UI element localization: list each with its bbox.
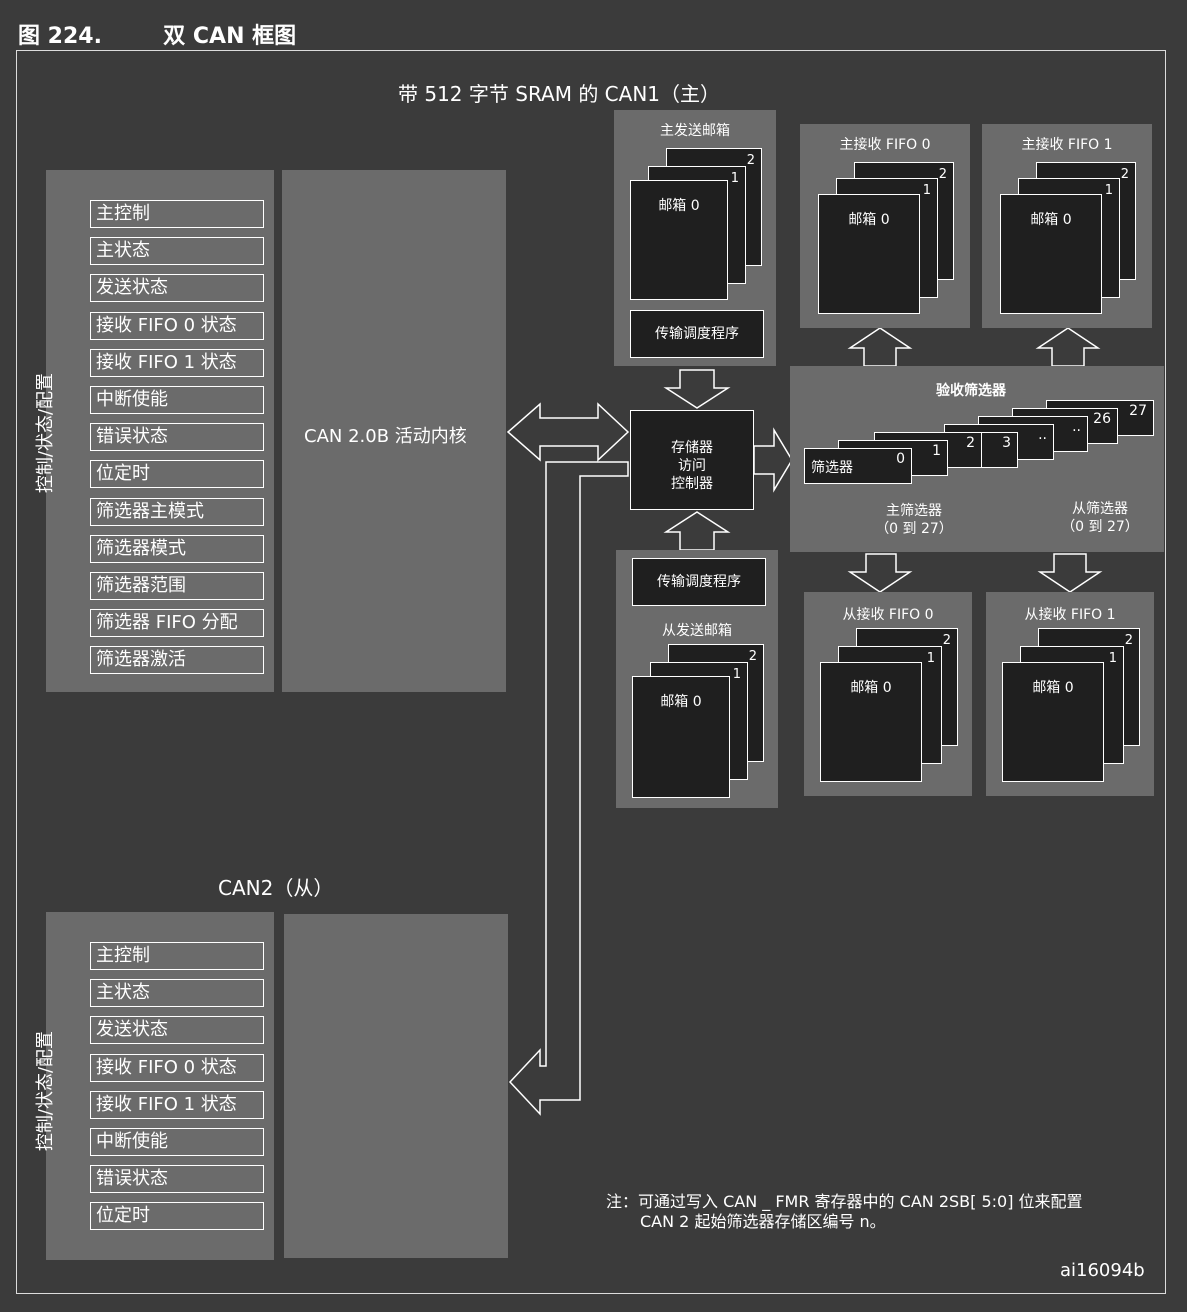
can2-register: 位定时 xyxy=(90,1202,264,1231)
mailbox-0: 邮箱 0 xyxy=(1002,662,1104,782)
figure-caption: 双 CAN 框图 xyxy=(163,24,297,49)
can2-register: 发送状态 xyxy=(90,1016,264,1045)
can1-register: 中断使能 xyxy=(90,386,264,414)
slave-rx-fifo0-title: 从接收 FIFO 0 xyxy=(842,607,934,623)
can1-register: 筛选器 FIFO 分配 xyxy=(90,609,264,638)
acceptance-filters: 验收筛选器 27 26 .. .. 3 2 1 筛选器 0 主筛选器 （0 到 … xyxy=(790,366,1164,552)
master-tx-mailbox-panel: 主发送邮箱 2 1 邮箱 0 传输调度程序 xyxy=(614,110,776,366)
acceptance-filters-title: 验收筛选器 xyxy=(936,383,1006,399)
filter-to-slave-fifo0-arrow xyxy=(847,553,913,593)
master-tx-down-arrow xyxy=(663,369,731,409)
figure-number: 图 224. xyxy=(18,24,102,49)
can1-core-label: CAN 2.0B 活动内核 xyxy=(304,426,467,447)
figure-id: ai16094b xyxy=(1060,1260,1145,1281)
can1-register: 主状态 xyxy=(90,237,264,266)
can2-register-panel: 控制/状态/配置 主控制主状态发送状态接收 FIFO 0 状态接收 FIFO 1… xyxy=(35,912,274,1260)
can1-register: 错误状态 xyxy=(90,423,264,452)
can1-register: 筛选器模式 xyxy=(90,534,264,563)
can2-register: 中断使能 xyxy=(90,1128,264,1156)
can1-side-label: 控制/状态/配置 xyxy=(35,372,57,494)
can1-heading: 带 512 字节 SRAM 的 CAN1（主） xyxy=(398,82,721,106)
figure-title: 图 224. 双 CAN 框图 xyxy=(18,18,296,50)
can1-register: 筛选器主模式 xyxy=(90,497,264,526)
filter-to-master-fifo0-arrow xyxy=(847,327,913,367)
can1-register: 主控制 xyxy=(90,200,264,228)
slave-rx-fifo1: 从接收 FIFO 1 2 1 邮箱 0 xyxy=(986,592,1154,796)
can1-register: 筛选器激活 xyxy=(90,646,264,675)
can2-side-label: 控制/状态/配置 xyxy=(35,1030,57,1152)
slave-filter-range: （0 到 27） xyxy=(1061,519,1139,535)
can1-register: 筛选器范围 xyxy=(90,572,264,600)
can2-register: 主状态 xyxy=(90,979,264,1008)
can2-register: 接收 FIFO 1 状态 xyxy=(90,1090,264,1119)
slave-rx-fifo1-title: 从接收 FIFO 1 xyxy=(1024,607,1116,623)
can2-core xyxy=(284,914,508,1258)
can1-register-panel: 控制/状态/配置 主控制主状态发送状态接收 FIFO 0 状态接收 FIFO 1… xyxy=(35,170,274,692)
slave-tx-scheduler: 传输调度程序 xyxy=(632,558,766,606)
memctrl-can2-arrow xyxy=(508,461,629,1116)
can2-register: 接收 FIFO 0 状态 xyxy=(90,1053,264,1082)
slave-filter-label: 从筛选器 xyxy=(1072,501,1128,517)
can2-register: 错误状态 xyxy=(90,1165,264,1194)
mem-ctrl-line-3: 控制器 xyxy=(671,476,713,492)
can1-register: 接收 FIFO 1 状态 xyxy=(90,348,264,377)
mailbox-0: 邮箱 0 xyxy=(820,662,922,782)
can1-core: CAN 2.0B 活动内核 xyxy=(282,170,506,692)
diagram-frame xyxy=(16,50,1166,1294)
master-filter-label: 主筛选器 xyxy=(886,503,942,519)
slave-tx-mailbox-panel: 传输调度程序 从发送邮箱 2 1 邮箱 0 xyxy=(616,550,778,808)
mailbox-0: 邮箱 0 xyxy=(818,194,920,314)
master-rx-fifo1-title: 主接收 FIFO 1 xyxy=(1021,137,1113,153)
mailbox-0: 邮箱 0 xyxy=(632,676,730,798)
mailbox-0: 邮箱 0 xyxy=(1000,194,1102,314)
filter-to-slave-fifo1-arrow xyxy=(1037,553,1103,593)
filter-to-master-fifo1-arrow xyxy=(1035,327,1101,367)
filter-0-label: 筛选器 xyxy=(811,460,853,476)
can2-heading: CAN2（从） xyxy=(218,876,334,900)
mailbox-0: 邮箱 0 xyxy=(630,180,728,300)
memory-access-controller: 存储器 访问 控制器 xyxy=(630,410,754,510)
memctrl-filter-arrow xyxy=(753,427,793,493)
slave-tx-up-arrow xyxy=(663,511,731,551)
filter-0: 筛选器 0 xyxy=(804,448,912,484)
mem-ctrl-line-2: 访问 xyxy=(678,458,706,474)
slave-rx-fifo0: 从接收 FIFO 0 2 1 邮箱 0 xyxy=(804,592,972,796)
master-rx-fifo0-title: 主接收 FIFO 0 xyxy=(839,137,931,153)
master-tx-scheduler: 传输调度程序 xyxy=(630,310,764,358)
mem-ctrl-line-1: 存储器 xyxy=(671,440,713,456)
note-line-2: CAN 2 起始筛选器存储区编号 n。 xyxy=(640,1212,886,1231)
can1-register: 位定时 xyxy=(90,460,264,489)
slave-tx-title: 从发送邮箱 xyxy=(662,623,732,639)
can2-register: 主控制 xyxy=(90,942,264,970)
can1-register: 发送状态 xyxy=(90,274,264,303)
master-tx-title: 主发送邮箱 xyxy=(660,123,730,139)
core-memctrl-double-arrow xyxy=(506,402,630,462)
master-rx-fifo1: 主接收 FIFO 1 2 1 邮箱 0 xyxy=(982,124,1152,328)
can1-register: 接收 FIFO 0 状态 xyxy=(90,311,264,340)
note-line-1: 注：可通过写入 CAN _ FMR 寄存器中的 CAN 2SB[ 5:0] 位来… xyxy=(606,1192,1083,1211)
master-filter-range: （0 到 27） xyxy=(875,521,953,537)
master-rx-fifo0: 主接收 FIFO 0 2 1 邮箱 0 xyxy=(800,124,970,328)
